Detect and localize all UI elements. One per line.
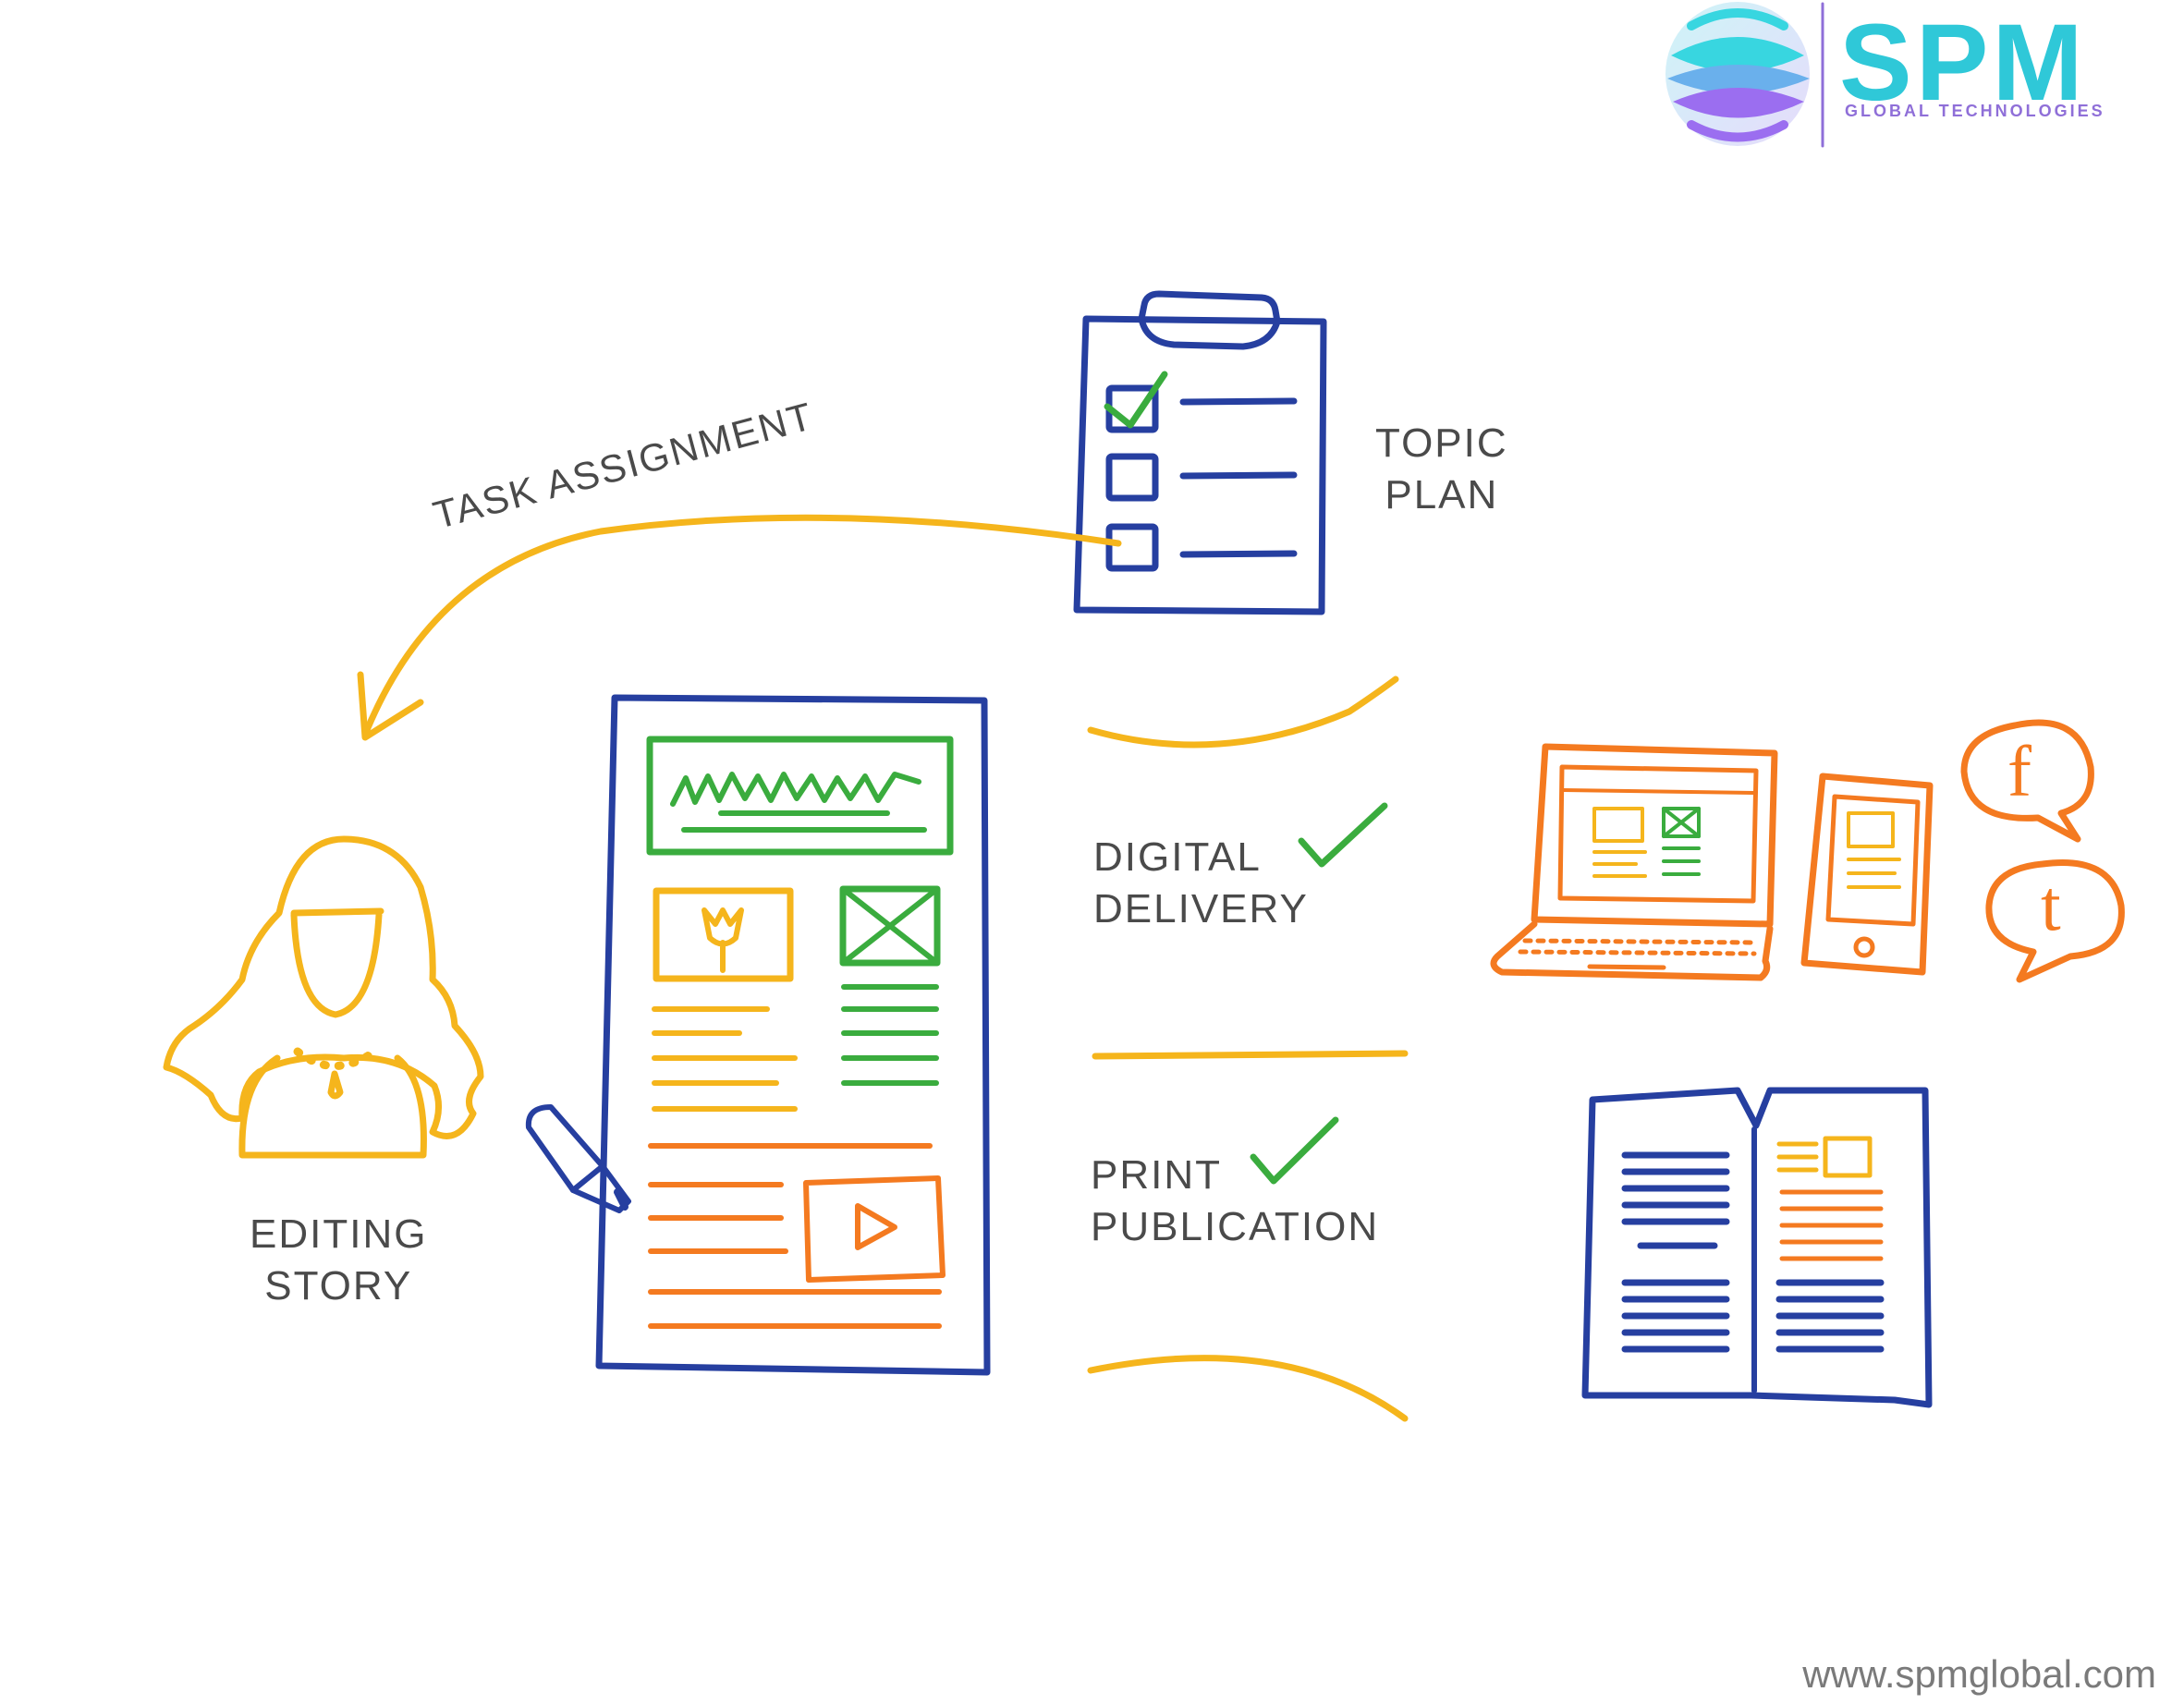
clipboard-icon <box>1073 290 1327 615</box>
editing-story-label: EDITING STORY <box>250 1211 428 1308</box>
pen-icon <box>525 1104 631 1213</box>
task-arrow <box>357 514 1122 741</box>
spm-logo-icon <box>1665 2 1810 146</box>
editor-person-icon <box>163 835 484 1159</box>
newspaper-icon <box>1581 1087 1933 1408</box>
section-dividers <box>1087 676 1409 1422</box>
topic-plan-label: TOPIC PLAN <box>1375 420 1508 517</box>
facebook-letter: f <box>2007 731 2031 811</box>
digital-check-icon <box>1298 802 1388 868</box>
twitter-bubble-icon <box>1985 859 2125 983</box>
article-document <box>595 694 991 1376</box>
play-icon <box>855 1203 897 1250</box>
print-publication-label: PRINT PUBLICATION <box>1091 1152 1380 1249</box>
digital-delivery-label: DIGITAL DELIVERY <box>1093 834 1309 931</box>
laptop-icon <box>1490 743 1778 981</box>
flower-icon <box>702 907 744 973</box>
print-check-icon <box>1250 1116 1339 1185</box>
website-url: www.spmglobal.com <box>1802 1652 2156 1696</box>
check-icon <box>1104 371 1168 429</box>
twitter-letter: t <box>2041 865 2061 945</box>
facebook-bubble-icon <box>1960 719 2094 843</box>
brand-name: SPM <box>1839 2 2087 124</box>
tablet-icon <box>1800 773 1934 976</box>
brand-tagline: GLOBAL TECHNOLOGIES <box>1845 102 2105 120</box>
